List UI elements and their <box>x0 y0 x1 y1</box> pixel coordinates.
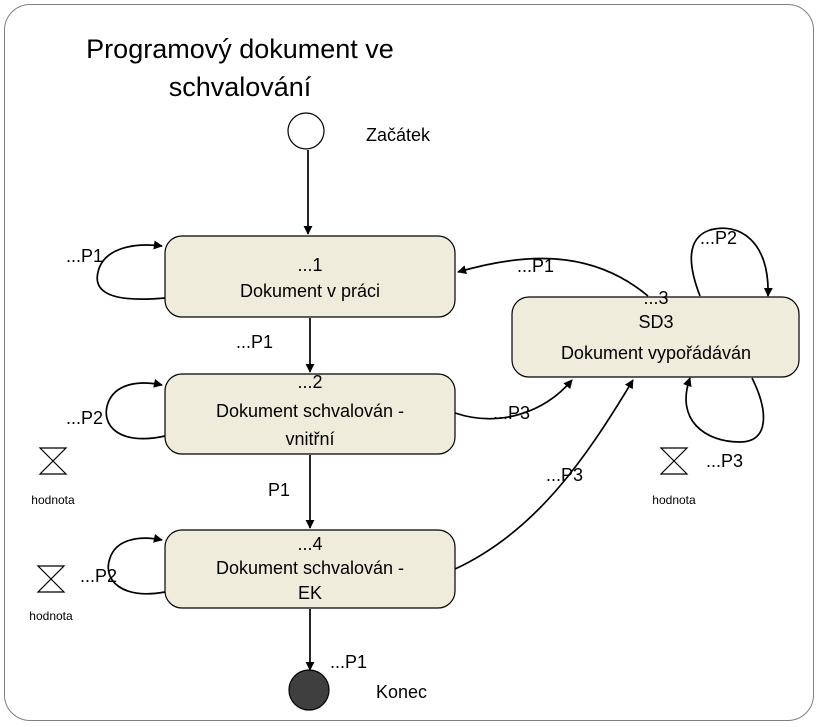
diagram-title-line2: schvalování <box>169 72 312 102</box>
timer-s2-label: hodnota <box>31 493 75 507</box>
state-s3[interactable]: ...3 SD3 Dokument vypořádáván <box>511 288 800 378</box>
state-s1-name: Dokument v práci <box>240 281 380 301</box>
edge-s3-self-loop-bottom <box>683 377 765 443</box>
diagram-frame <box>4 4 814 721</box>
transition-label-s2-to-s3: ...P3 <box>493 403 530 423</box>
transition-label-s2-self: ...P2 <box>66 408 103 428</box>
hourglass-icon <box>36 565 66 593</box>
state-s4-number: ...4 <box>297 534 322 554</box>
edge-s1-self-loop <box>96 240 166 300</box>
edge-s2-self-loop <box>105 378 166 440</box>
transition-label-s3-self-bottom: ...P3 <box>706 451 743 471</box>
timer-s4: hodnota <box>29 565 73 623</box>
transition-label-s3-self-top: ...P2 <box>700 228 737 248</box>
end-label: Konec <box>376 682 427 702</box>
start-node[interactable] <box>287 112 325 150</box>
transition-label-s1-self: ...P1 <box>66 246 103 266</box>
hourglass-icon <box>38 447 68 475</box>
state-s4-name-line2: EK <box>298 583 322 603</box>
timer-s4-label: hodnota <box>29 609 73 623</box>
start-label: Začátek <box>366 125 431 145</box>
edge-s3-self-loop-top <box>690 227 773 297</box>
diagram-title-line1: Programový dokument ve <box>86 34 394 64</box>
transition-label-s3-to-s1: ...P1 <box>517 256 554 276</box>
state-s4[interactable]: ...4 Dokument schvalován - EK <box>164 529 456 609</box>
hourglass-icon <box>659 447 689 475</box>
state-s2-name-line2: vnitřní <box>285 429 334 449</box>
state-s3-name-line2: Dokument vypořádáván <box>561 343 751 363</box>
state-s3-number: ...3 <box>643 288 668 308</box>
transition-label-s1-to-s2: ...P1 <box>236 332 273 352</box>
edge-s3-to-s1 <box>457 257 649 297</box>
edge-s4-to-s3 <box>454 379 634 570</box>
edge-s2-to-s3 <box>454 379 573 420</box>
state-s3-name-line1: SD3 <box>638 312 673 332</box>
transition-label-s2-to-s4: P1 <box>268 480 290 500</box>
state-s2-name-line1: Dokument schvalován - <box>216 401 404 421</box>
transition-label-s4-self: ...P2 <box>80 566 117 586</box>
state-s4-name-line1: Dokument schvalován - <box>216 558 404 578</box>
state-s2[interactable]: ...2 Dokument schvalován - vnitřní <box>164 372 456 455</box>
transition-label-s4-to-s3: ...P3 <box>546 465 583 485</box>
state-s1-number: ...1 <box>297 255 322 275</box>
state-s2-number: ...2 <box>297 372 322 392</box>
timer-s3-label: hodnota <box>652 493 696 507</box>
timer-s2: hodnota <box>31 447 75 507</box>
state-s1[interactable]: ...1 Dokument v práci <box>164 235 456 318</box>
edge-s4-self-loop <box>107 533 166 595</box>
end-node[interactable] <box>288 669 330 711</box>
transition-label-s4-to-end: ...P1 <box>330 652 367 672</box>
timer-s3: hodnota <box>652 447 696 507</box>
